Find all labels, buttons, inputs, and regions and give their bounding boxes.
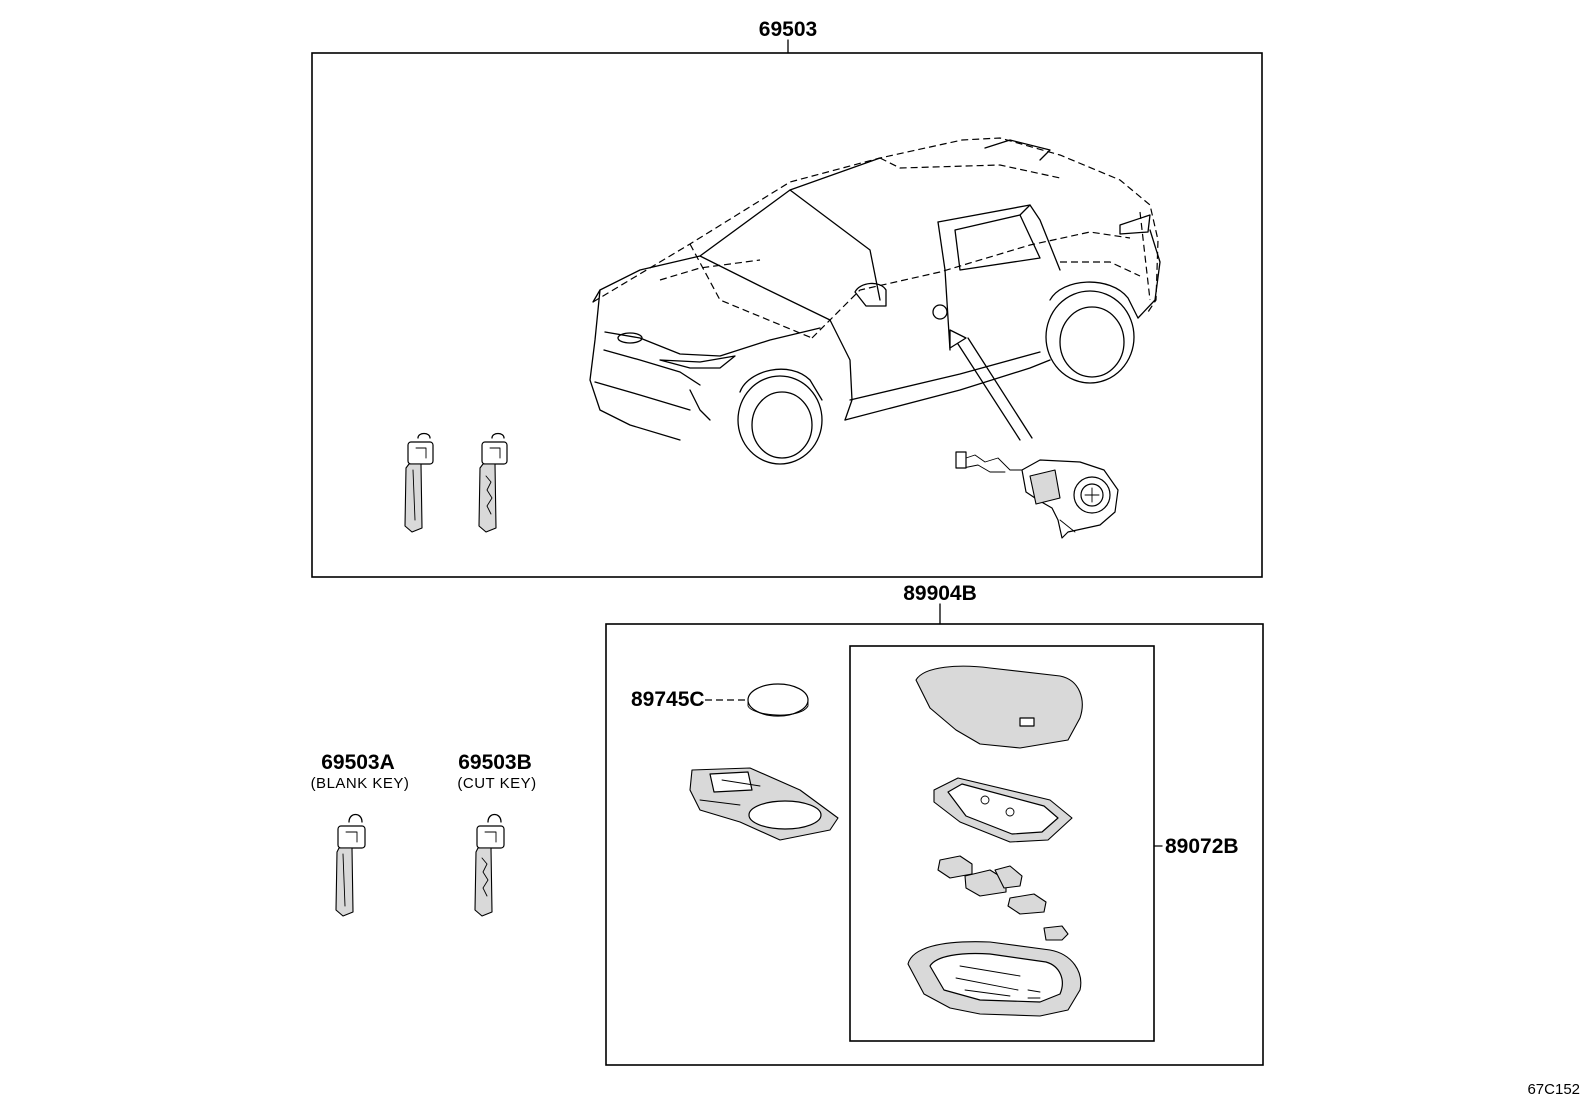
kit-key-cut	[478, 432, 508, 533]
transmitter-box	[605, 623, 1264, 1066]
bottom-case	[907, 941, 1082, 1017]
label-69503[interactable]: 69503	[759, 18, 817, 41]
pointer-arrow	[949, 329, 1033, 441]
coin-battery	[747, 683, 809, 717]
blank-key-icon	[335, 813, 366, 917]
label-69503B[interactable]: 69503B	[458, 751, 532, 774]
note-cut-key: (CUT KEY)	[457, 775, 536, 792]
illustration-code: 67C152	[1527, 1081, 1580, 1098]
kit-box	[311, 52, 1263, 578]
door-lock-cylinder	[955, 451, 1119, 539]
label-69503A[interactable]: 69503A	[321, 751, 395, 774]
circuit-board	[689, 767, 839, 841]
label-89072B[interactable]: 89072B	[1165, 835, 1239, 858]
top-cover	[915, 665, 1083, 749]
note-blank-key: (BLANK KEY)	[311, 775, 410, 792]
vehicle-illustration	[589, 137, 1161, 465]
label-89904B[interactable]: 89904B	[903, 582, 977, 605]
kit-key-blank	[404, 432, 434, 533]
inner-frame	[933, 777, 1073, 843]
cut-key-icon	[474, 813, 505, 917]
housing-box	[849, 645, 1155, 1042]
button-set	[937, 855, 1069, 941]
label-89745C[interactable]: 89745C	[631, 688, 705, 711]
